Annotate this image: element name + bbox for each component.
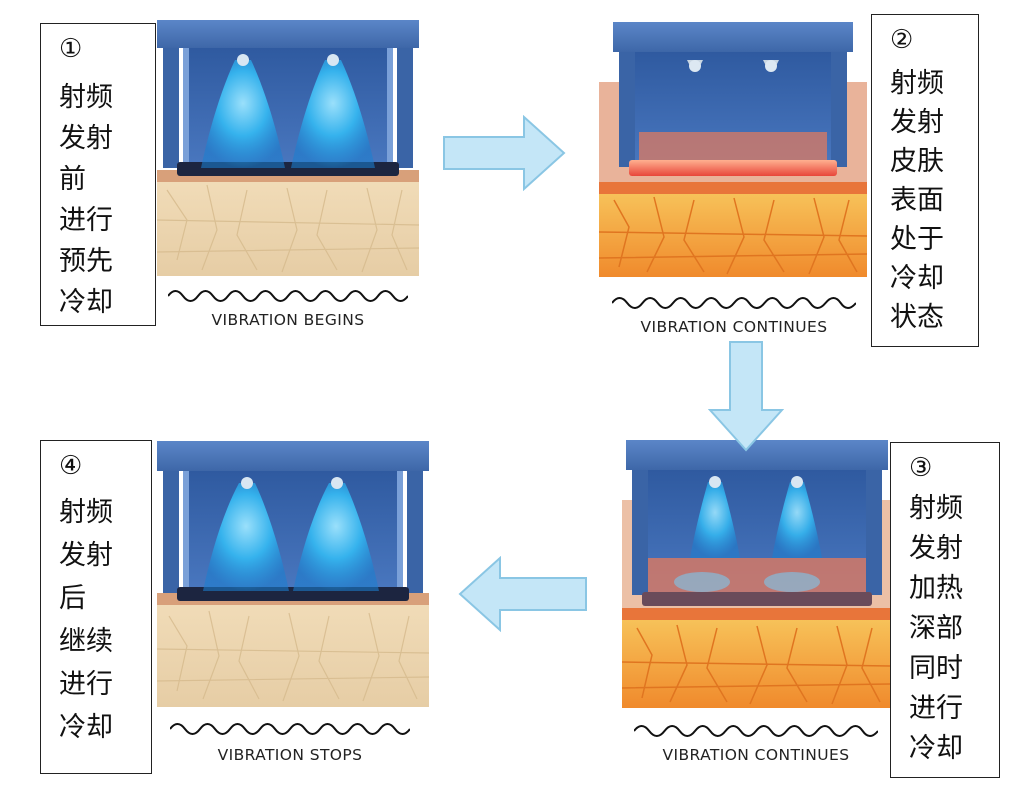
skin-layer [157, 601, 429, 707]
tissue-cells [157, 184, 419, 273]
vibration-wave-3 [634, 719, 878, 739]
caption-step-2: VIBRATION CONTINUES [640, 318, 828, 336]
step-2-line: 发射 [890, 107, 944, 138]
step-2-line: 表面 [890, 185, 944, 216]
arrow-left [458, 556, 588, 632]
step-3-note: ③ 射频 发射 加热 深部 同时 进行 冷却 [890, 442, 1000, 778]
step-2-line: 状态 [890, 302, 944, 333]
arrow-right [442, 115, 566, 191]
step-4-line: 继续 [59, 626, 113, 657]
cryogen-spray-right [772, 476, 822, 558]
step-3-line: 加热 [909, 573, 963, 604]
step-4-line: 发射 [59, 540, 113, 571]
step-2-note: ② 射频 发射 皮肤 表面 处于 冷却 状态 [871, 14, 979, 347]
step-2-number: ② [890, 25, 914, 55]
cryogen-spray-left [201, 54, 285, 168]
applicator-top [613, 22, 853, 52]
tissue-cells [157, 610, 429, 702]
tissue-cells [622, 624, 890, 705]
step-3-line: 深部 [909, 613, 963, 644]
step-4-number: ④ [59, 451, 83, 481]
nozzle-left [687, 60, 703, 72]
electrode-plate [629, 160, 837, 176]
cryogen-spray-left [690, 476, 740, 558]
cryogen-spray-right [291, 54, 375, 168]
step-2-line: 射频 [890, 68, 944, 99]
step-1-line: 冷却 [59, 287, 113, 318]
caption-step-1: VIBRATION BEGINS [211, 311, 365, 329]
step-3-number: ③ [909, 453, 933, 483]
panel-vibration-continues-1 [599, 22, 867, 277]
panel-vibration-stops [157, 441, 429, 707]
applicator-top [626, 440, 888, 470]
step-1-line: 发射 [59, 123, 113, 154]
tissue-cells [599, 196, 867, 275]
step-2-line: 冷却 [890, 263, 944, 294]
step-1-line: 前 [59, 164, 86, 195]
vibration-wave-1 [168, 284, 408, 304]
step-1-number: ① [59, 34, 83, 64]
step-3-line: 同时 [909, 653, 963, 684]
caption-step-4: VIBRATION STOPS [217, 746, 363, 764]
step-2-line: 处于 [890, 224, 944, 255]
step-3-line: 发射 [909, 533, 963, 564]
step-3-line: 射频 [909, 493, 963, 524]
electrode-plate [642, 592, 872, 606]
step-4-line: 后 [59, 583, 86, 614]
step-1-note: ① 射频 发射 前 进行 预先 冷却 [40, 23, 156, 326]
step-4-line: 进行 [59, 669, 113, 700]
vibration-wave-2 [612, 291, 856, 311]
step-1-line: 预先 [59, 246, 113, 277]
applicator-top [157, 20, 419, 48]
step-1-line: 射频 [59, 82, 113, 113]
step-3-line: 冷却 [909, 733, 963, 764]
step-4-line: 冷却 [59, 712, 113, 743]
arrow-down [708, 340, 784, 452]
step-3-line: 进行 [909, 693, 963, 724]
skin-surface [622, 608, 890, 620]
panel-vibration-begins [157, 20, 419, 276]
applicator-top [157, 441, 429, 471]
panel-vibration-continues-2 [622, 440, 890, 708]
caption-step-3: VIBRATION CONTINUES [662, 746, 850, 764]
step-4-line: 射频 [59, 497, 113, 528]
cryogen-spray-right [293, 477, 379, 591]
nozzle-right [763, 60, 779, 72]
step-4-note: ④ 射频 发射 后 继续 进行 冷却 [40, 440, 152, 774]
skin-surface [599, 182, 867, 194]
cryogen-spray-left [203, 477, 289, 591]
step-2-line: 皮肤 [890, 146, 944, 177]
step-1-line: 进行 [59, 205, 113, 236]
vibration-wave-4 [170, 717, 410, 737]
